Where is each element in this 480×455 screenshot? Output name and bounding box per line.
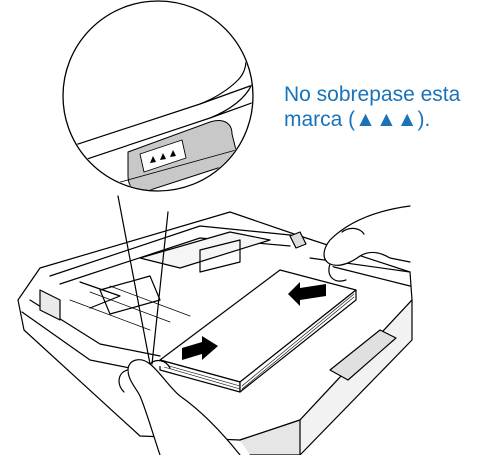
callout-line-1: No sobrepase esta xyxy=(284,83,461,106)
hand-left-icon xyxy=(118,359,241,455)
callout-line-2: marca (▲▲▲). xyxy=(284,108,431,131)
magnifier-callout xyxy=(62,0,254,365)
arrow-right-icon xyxy=(182,336,218,360)
limit-mark-triangles-icon xyxy=(150,150,176,163)
arrow-left-icon xyxy=(288,282,326,306)
instruction-callout: No sobrepase esta marca (▲▲▲). xyxy=(284,82,480,132)
hand-right-icon xyxy=(323,205,411,282)
